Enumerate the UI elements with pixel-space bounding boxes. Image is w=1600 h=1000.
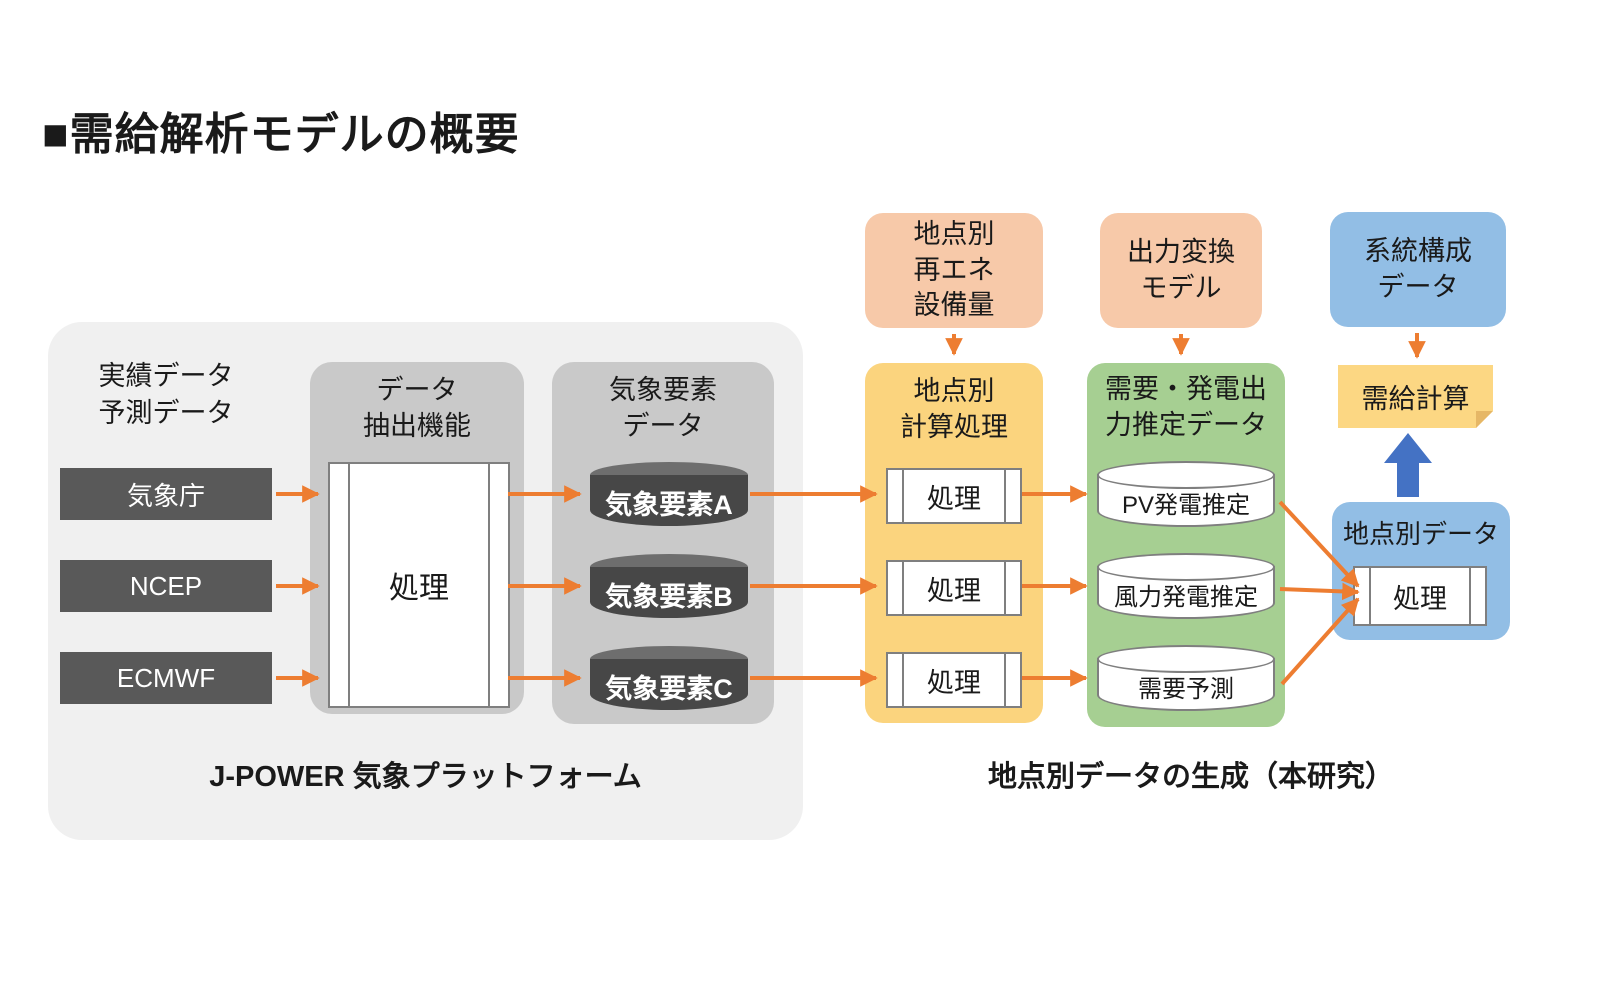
cylinder-top [1097,461,1275,489]
cylinder-label: PV発電推定 [1121,491,1250,519]
weather-elements-title: 気象要素 データ [552,372,774,445]
grid-configuration-box: 系統構成 データ [1330,212,1506,327]
weather-elements-title-line2: データ [622,411,704,442]
input-data-label: 実績データ 予測データ [60,358,272,433]
grid-configuration-line2: データ [1377,271,1459,302]
cylinder-body [590,475,748,526]
estimate-data-title-line1: 需要・発電出 [1105,374,1267,404]
cylinder-top [1097,645,1275,673]
output-conversion-line2: モデル [1140,272,1222,303]
cylinder-label: 気象要素B [605,581,733,612]
output-conversion-model-box: 出力変換 モデル [1100,213,1262,328]
source-box-ecmwf: ECMWF [60,652,272,704]
source-box-jma: 気象庁 [60,468,272,520]
cylinder-label: 気象要素C [605,673,733,704]
supply-demand-calc-note: 需給計算 [1338,365,1493,428]
site-calc-title-line1: 地点別 [913,376,995,406]
supply-demand-calc-label: 需給計算 [1361,384,1470,414]
cylinder-weather-element-a: 気象要素A [590,462,748,526]
cylinder-body [590,659,748,710]
estimate-data-title-line2: 力推定データ [1105,410,1267,441]
left-panel-caption: J-POWER 気象プラットフォーム [209,761,642,793]
cylinder-wind-estimate: 風力発電推定 [1097,553,1275,619]
page-title: ■需給解析モデルの概要 [42,110,520,159]
site-calc-title: 地点別 計算処理 [865,373,1043,446]
data-extraction-container: データ 抽出機能 処理 [310,362,524,714]
data-extraction-title: データ 抽出機能 [310,372,524,445]
site-calc-column: 地点別 計算処理 処理 処理 処理 [865,363,1043,723]
calc-process-box-1: 処理 [886,468,1022,524]
cylinder-body [590,567,748,618]
site-data-box: 地点別データ 処理 [1332,502,1510,640]
source-box-ncep: NCEP [60,560,272,612]
site-calc-title-line2: 計算処理 [900,412,1008,443]
arrow-site-data-to-supply-demand [1384,433,1432,497]
extraction-process-box: 処理 [328,462,510,708]
weather-elements-title-line1: 気象要素 [609,375,717,405]
note-fold-corner [1476,411,1493,428]
renewable-capacity-line2: 再エネ [913,254,995,285]
cylinder-label: 風力発電推定 [1114,583,1258,611]
grid-configuration-line1: 系統構成 [1364,235,1472,266]
data-extraction-title-line1: データ [376,375,458,405]
cylinder-label: 需要予測 [1138,675,1234,703]
renewable-capacity-line1: 地点別 [913,219,995,250]
estimate-data-title: 需要・発電出 力推定データ [1087,371,1285,444]
renewable-capacity-box: 地点別 再エネ 設備量 [865,213,1043,328]
cylinder-pv-estimate: PV発電推定 [1097,461,1275,527]
calc-process-box-2: 処理 [886,560,1022,616]
cylinder-label: 気象要素A [605,489,733,520]
input-data-label-line2: 予測データ [98,398,234,429]
calc-process-box-3: 処理 [886,652,1022,708]
output-conversion-line1: 出力変換 [1127,236,1235,267]
site-data-box-title: 地点別データ [1342,519,1499,549]
renewable-capacity-line3: 設備量 [913,290,995,321]
right-panel-caption: 地点別データの生成（本研究） [987,761,1394,793]
cylinder-top [1097,553,1275,581]
cylinder-weather-element-c: 気象要素C [590,646,748,710]
data-extraction-title-line2: 抽出機能 [363,411,471,442]
cylinder-weather-element-b: 気象要素B [590,554,748,618]
input-data-label-line1: 実績データ [98,361,234,391]
site-data-process-box: 処理 [1353,566,1487,626]
cylinder-demand-forecast: 需要予測 [1097,645,1275,711]
